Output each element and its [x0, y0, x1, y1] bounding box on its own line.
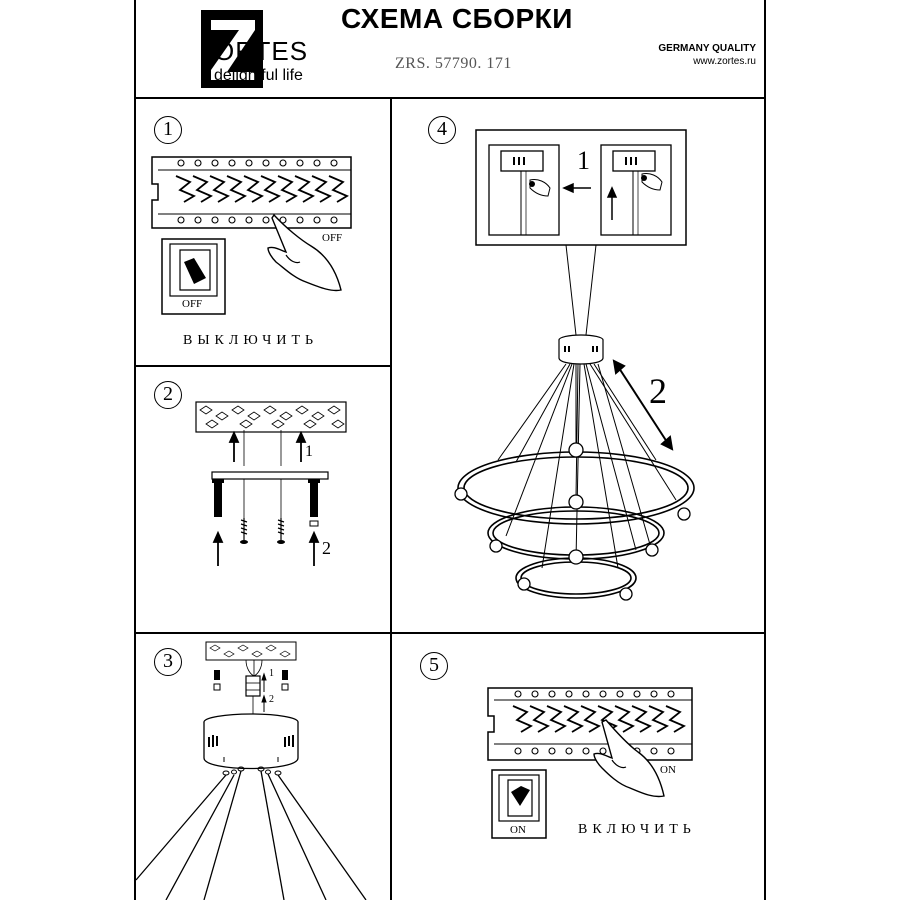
- brand-name: ORTES: [214, 36, 309, 66]
- step-number: 2: [154, 381, 182, 409]
- column-divider: [390, 99, 392, 900]
- arrow-label: 1: [305, 443, 313, 460]
- wiring-connection-illustration: [135, 641, 367, 900]
- document-code: ZRS. 57790. 171: [395, 55, 512, 72]
- step-number: 1: [154, 116, 182, 144]
- breaker-panel-off-illustration: [151, 156, 352, 315]
- chandelier-height-adjust-illustration: [454, 129, 695, 601]
- assembly-sheet: ORTES delightful life СХЕМА СБОРКИ ZRS. …: [134, 0, 766, 900]
- step-number: 5: [420, 652, 448, 680]
- breaker-state-label: OFF: [322, 232, 343, 244]
- arrow-label: 2: [269, 694, 274, 705]
- brand-tagline: delightful life: [214, 67, 303, 84]
- breaker-state-label: ON: [660, 764, 676, 776]
- switch-state-label: ON: [510, 824, 526, 836]
- step-number: 4: [428, 116, 456, 144]
- arrow-label: 1: [269, 668, 274, 679]
- switch-state-label: OFF: [182, 298, 203, 310]
- action-switch-on: ВКЛЮЧИТЬ: [578, 822, 696, 837]
- row-divider: [136, 365, 391, 367]
- brand-logo: [201, 10, 263, 88]
- step-number: 3: [154, 648, 182, 676]
- arrow-label: 1: [577, 146, 590, 175]
- breaker-panel-on-illustration: [487, 687, 693, 839]
- row-divider: [136, 632, 766, 634]
- header: ORTES delightful life СХЕМА СБОРКИ ZRS. …: [136, 0, 764, 99]
- mounting-plate-illustration: [195, 401, 347, 566]
- website-label: www.zortes.ru: [693, 56, 756, 67]
- arrow-label: 2: [322, 538, 331, 558]
- page-title: СХЕМА СБОРКИ: [341, 3, 573, 34]
- action-switch-off: ВЫКЛЮЧИТЬ: [183, 333, 319, 348]
- arrow-label: 2: [649, 371, 667, 411]
- quality-label: GERMANY QUALITY: [658, 43, 756, 54]
